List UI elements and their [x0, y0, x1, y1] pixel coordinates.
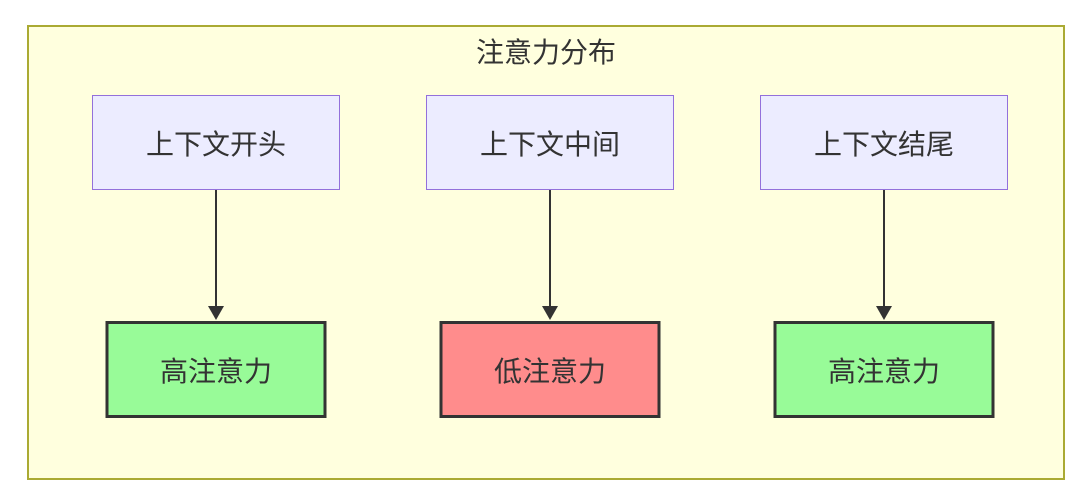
attention-distribution-group: 注意力分布 上下文开头 高注意力 上下文中间 低注意力 上下文结尾: [27, 25, 1065, 480]
node-high-attention-1: 高注意力: [105, 321, 327, 418]
flow-column-context-end: 上下文结尾 高注意力: [760, 95, 1008, 419]
diagram-title: 注意力分布: [475, 37, 616, 68]
node-low-attention: 低注意力: [439, 321, 661, 418]
arrow-context-middle-to-attention: [426, 190, 674, 321]
flow-column-context-middle: 上下文中间 低注意力: [426, 95, 674, 419]
node-high-attention-2: 高注意力: [773, 321, 995, 418]
arrow-context-end-to-attention: [760, 190, 1008, 321]
flow-column-context-beginning: 上下文开头 高注意力: [92, 95, 340, 419]
node-context-end: 上下文结尾: [760, 95, 1008, 190]
arrow-context-beginning-to-attention: [92, 190, 340, 321]
arrow-line: [215, 190, 217, 308]
node-context-beginning: 上下文开头: [92, 95, 340, 190]
arrowhead-down-icon: [542, 306, 558, 320]
arrowhead-down-icon: [208, 306, 224, 320]
node-context-middle: 上下文中间: [426, 95, 674, 190]
arrow-line: [549, 190, 551, 308]
arrow-line: [883, 190, 885, 308]
arrowhead-down-icon: [876, 306, 892, 320]
